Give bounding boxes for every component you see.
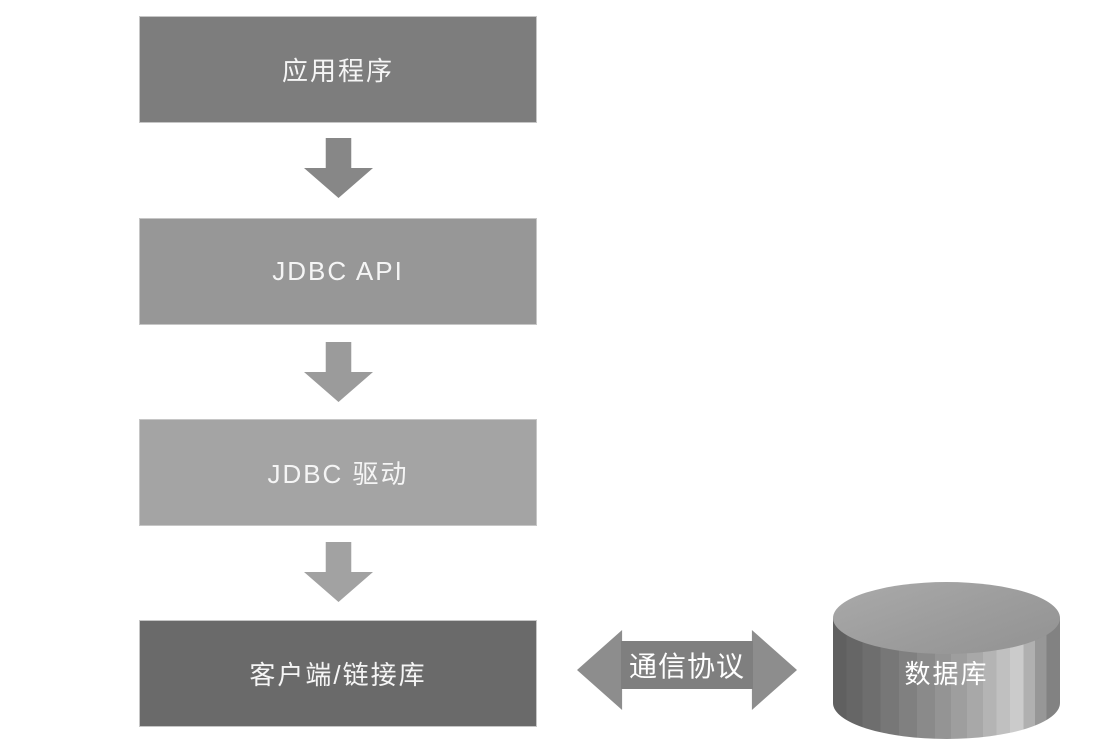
box-application: 应用程序 [139,16,537,123]
box-client-link-library: 客户端/链接库 [139,620,537,727]
box-jdbc-api-label: JDBC API [272,256,404,286]
box-application-label: 应用程序 [281,56,394,86]
database-label: 数据库 [904,658,989,689]
box-jdbc-driver-label: JDBC 驱动 [267,459,409,489]
down-arrow-icon [304,138,373,198]
communication-protocol-connector: 通信协议 [577,630,797,710]
box-jdbc-api: JDBC API [139,218,537,325]
connector-label: 通信协议 [621,641,753,689]
box-jdbc-driver: JDBC 驱动 [139,419,537,526]
down-arrow-icon [304,542,373,602]
box-client-link-library-label: 客户端/链接库 [249,660,427,690]
database-cylinder-icon: 数据库 [833,582,1060,739]
cylinder-top [833,582,1060,654]
down-arrow-icon [304,342,373,402]
